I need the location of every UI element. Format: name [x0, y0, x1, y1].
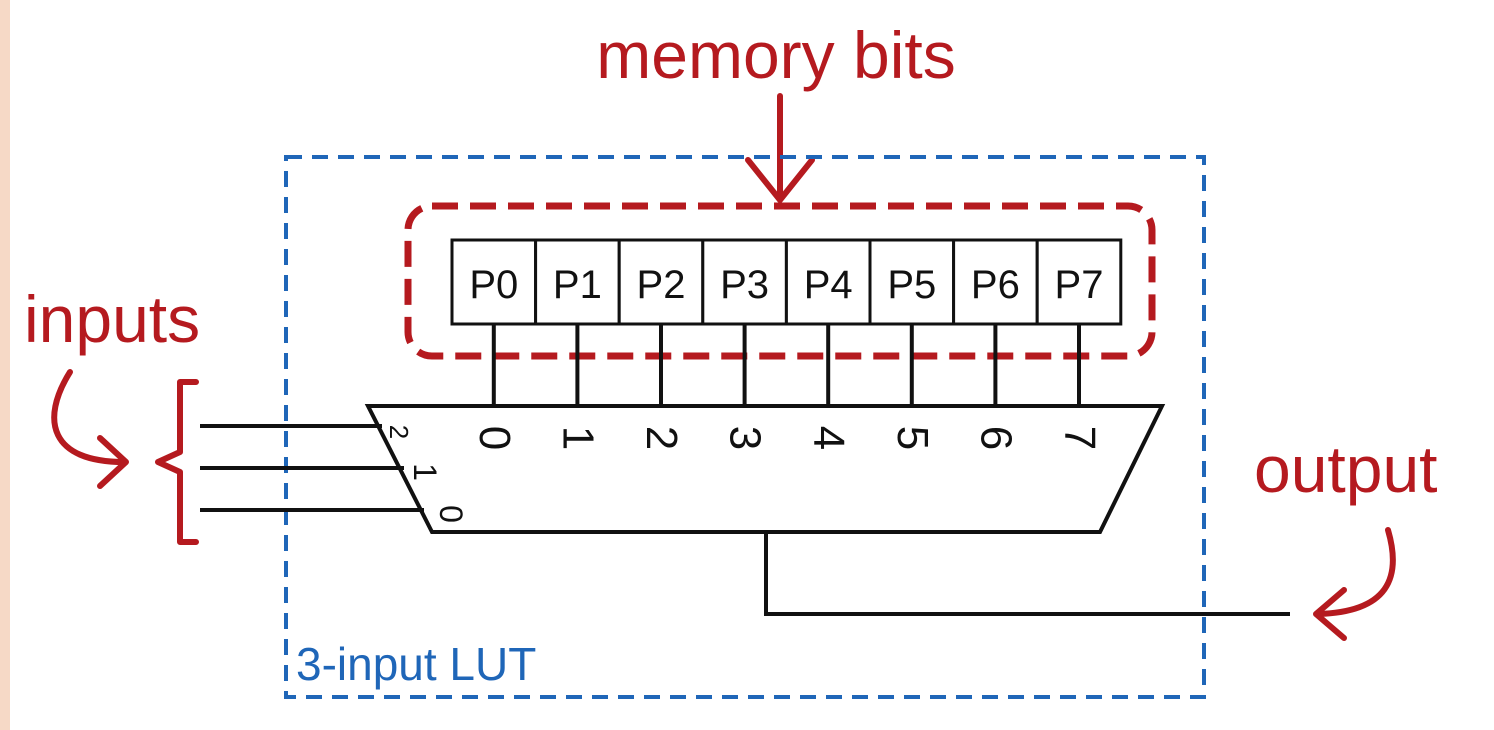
mux-data-input-label: 2 [637, 426, 686, 450]
inputs-label: inputs [24, 282, 200, 356]
input-wires [200, 424, 424, 512]
memory-cell-box [952, 238, 1039, 326]
output-label: output [1254, 432, 1438, 506]
lut-label: 3-input LUT [296, 638, 536, 690]
mux-select-input-labels: 2 1 0 [384, 425, 469, 523]
mux-data-input-label: 1 [553, 426, 602, 450]
memory-cell-label: P7 [1055, 263, 1104, 307]
memory-cell-label: P1 [553, 263, 602, 307]
memory-cell-label: P4 [804, 263, 853, 307]
mux-select-input-label: 2 [384, 425, 414, 439]
memory-cell-row: P0 P1 P2 P3 P4 P5 P6 P7 [450, 238, 1123, 326]
multiplexer [364, 404, 1166, 534]
memory-bits-group [404, 202, 1156, 360]
memory-cell-label: P2 [637, 263, 686, 307]
mux-select-input-label: 0 [433, 505, 469, 523]
mux-data-input-label: 6 [971, 426, 1020, 450]
mux-data-input-label: 4 [804, 426, 853, 450]
inputs-arrow [51, 369, 129, 489]
memory-cell-label: P3 [720, 263, 769, 307]
cell-to-mux-wires [491, 324, 1081, 406]
mux-data-input-label: 5 [888, 426, 937, 450]
mux-data-input-labels: 0 1 2 3 4 5 6 7 [470, 426, 1104, 450]
output-wire [764, 532, 1290, 616]
memory-cell-label: P6 [971, 263, 1020, 307]
memory-cell-box [1035, 238, 1123, 326]
mux-data-input-label: 0 [470, 426, 519, 450]
memory-cell-box [701, 238, 788, 326]
memory-cell-label: P5 [887, 263, 936, 307]
mux-data-input-label: 7 [1055, 426, 1104, 450]
memory-bits-label: memory bits [596, 18, 955, 92]
mux-select-input-label: 1 [407, 463, 443, 481]
inputs-bracket [155, 379, 199, 545]
memory-bits-arrow [745, 93, 815, 203]
output-arrow [1313, 527, 1396, 641]
left-edge-strip [0, 0, 10, 730]
memory-cell-label: P0 [469, 263, 518, 307]
mux-data-input-label: 3 [721, 426, 770, 450]
memory-cell-box [868, 238, 956, 326]
